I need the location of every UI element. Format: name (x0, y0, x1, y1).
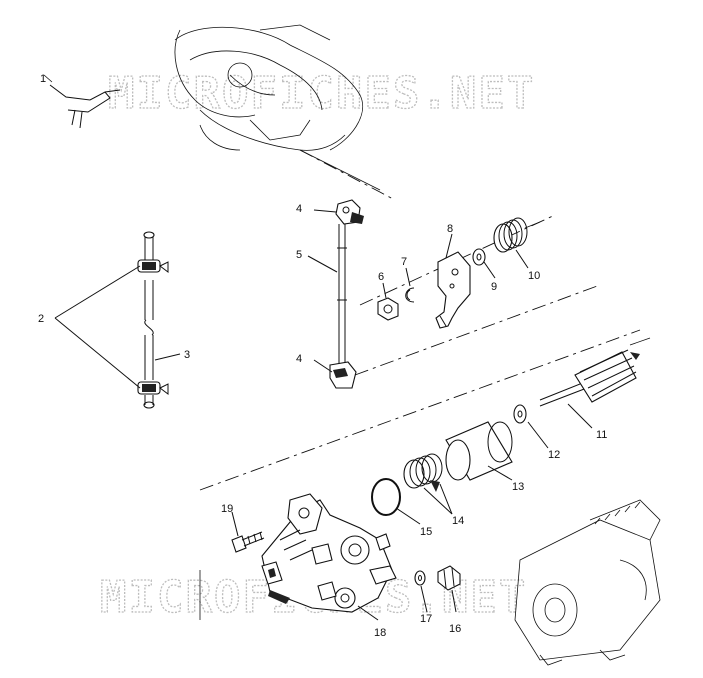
part-13-sleeve (445, 421, 513, 481)
part-17-washer (414, 570, 426, 586)
watermark-top: MICROFICHES.NET (108, 68, 535, 119)
callout-12: 12 (548, 449, 560, 461)
part-2-clamp-upper (137, 259, 169, 273)
leader-lines (54, 209, 593, 621)
callout-10: 10 (528, 270, 540, 282)
callout-7: 7 (401, 256, 407, 268)
axis-line-upper (299, 149, 396, 201)
callout-16: 16 (449, 623, 461, 635)
part-11-gear-shaft (539, 337, 651, 407)
callout-14: 14 (452, 515, 464, 527)
axis-line-pump (199, 329, 641, 491)
axis-line-bracket (359, 214, 556, 306)
part-12-washer (513, 404, 527, 424)
part-1-clip (43, 74, 121, 129)
callout-1: 1 (40, 73, 46, 85)
callout-19: 19 (221, 503, 233, 515)
callout-4-bottom: 4 (296, 353, 302, 365)
callout-15: 15 (420, 526, 432, 538)
part-7-e-clip (405, 287, 415, 303)
part-5-rod (337, 224, 347, 365)
part-18-pump-body (261, 493, 397, 613)
part-6-nut (377, 297, 399, 321)
callout-18: 18 (374, 627, 386, 639)
callout-17: 17 (420, 613, 432, 625)
part-14-springs (403, 453, 443, 492)
engine-frame-sketch (174, 24, 381, 191)
part-10-spring (493, 217, 541, 253)
callout-13: 13 (512, 481, 524, 493)
part-9-washer (472, 248, 486, 266)
part-16-fitting (437, 565, 461, 591)
part-4-ball-joint-upper (335, 199, 364, 225)
engine-case-sketch (514, 499, 661, 666)
part-3-hose (143, 231, 155, 409)
callout-8: 8 (447, 223, 453, 235)
callout-3: 3 (184, 349, 190, 361)
callout-2: 2 (38, 313, 44, 325)
part-8-lever-bracket (435, 251, 471, 329)
callout-6: 6 (378, 271, 384, 283)
part-2-clamp-lower (137, 381, 169, 395)
part-4-ball-joint-lower (329, 361, 357, 389)
axis-line-middle (354, 284, 601, 376)
part-19-bolt (231, 531, 265, 553)
callout-4-top: 4 (296, 203, 302, 215)
callout-9: 9 (491, 281, 497, 293)
part-15-o-ring (371, 478, 401, 516)
callout-11: 11 (596, 429, 607, 441)
callout-5: 5 (296, 249, 302, 261)
